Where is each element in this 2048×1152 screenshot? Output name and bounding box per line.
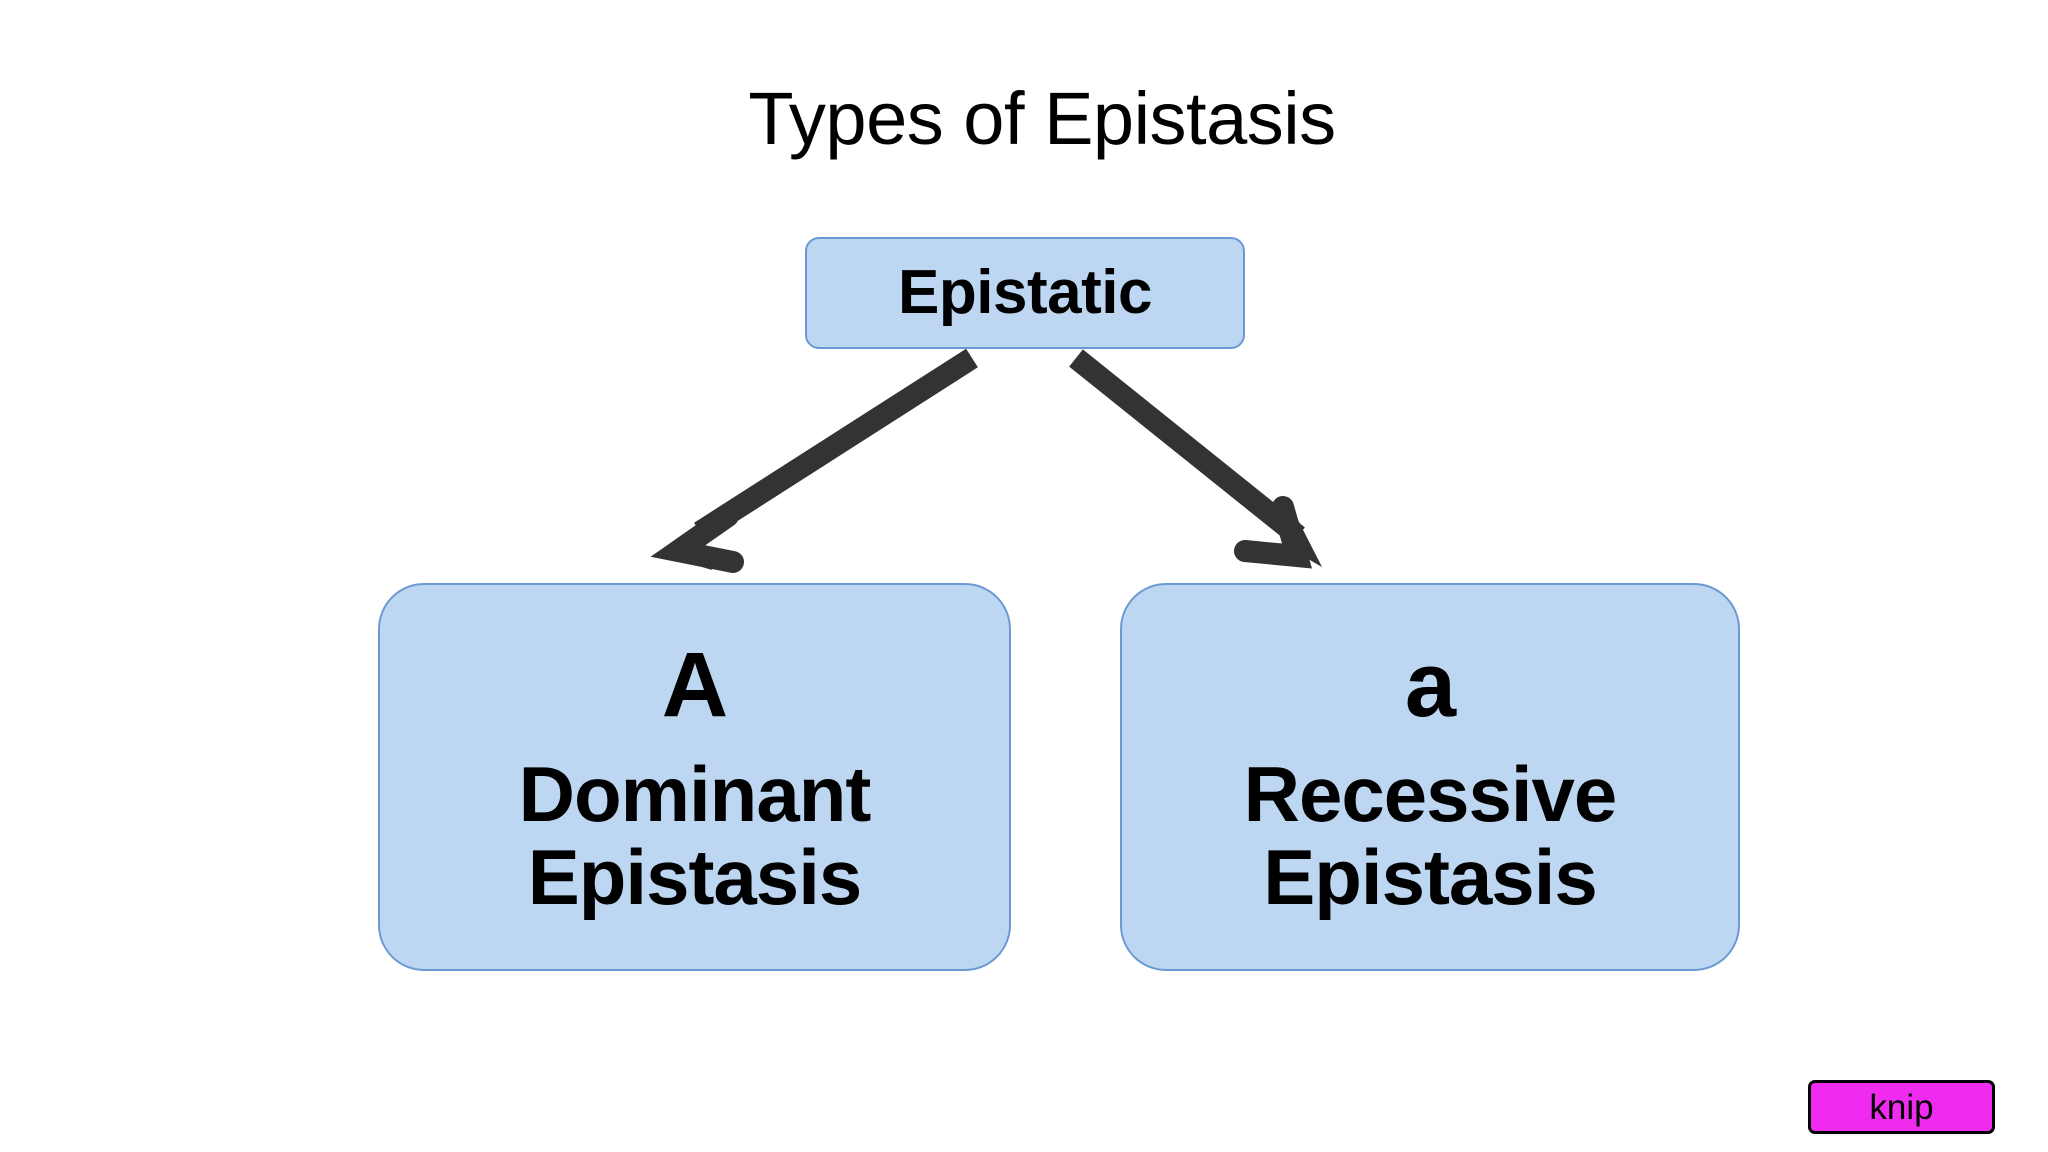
node-dominant-line1: Dominant [518,750,872,839]
allele-symbol-recessive: a [1404,634,1456,737]
node-dominant-epistasis[interactable]: A Dominant Epistasis [378,583,1011,971]
node-recessive-line2: Epistasis [1263,833,1598,921]
page-title-text: Types of Epistasis [748,77,1336,160]
allele-symbol-dominant: A [661,634,728,737]
node-recessive-line1: Recessive [1243,750,1618,839]
node-recessive-epistasis[interactable]: a Recessive Epistasis [1120,583,1740,971]
page-title: Types of Epistasis [0,82,2048,156]
knip-watermark-badge: knip [1808,1080,1995,1134]
node-epistatic[interactable]: Epistatic [805,237,1245,349]
node-epistatic-label: Epistatic [898,258,1152,327]
knip-watermark-label: knip [1869,1087,1934,1127]
arrow-to-recessive-icon [1069,349,1322,569]
node-dominant-line2: Epistasis [527,833,863,921]
arrow-to-dominant-icon [650,348,978,573]
